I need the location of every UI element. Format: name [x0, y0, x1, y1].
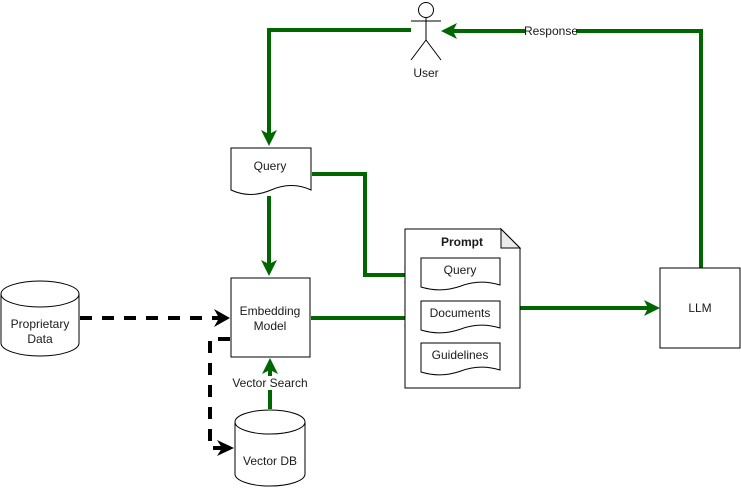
- user-head-icon: [418, 2, 434, 18]
- response-label-bg: [526, 24, 576, 38]
- vector-search-label: Vector Search: [232, 376, 307, 390]
- proprietary-data-node[interactable]: Proprietary Data: [0, 280, 80, 357]
- edge-user-to-query[interactable]: [261, 28, 411, 146]
- response-label: Response: [524, 24, 578, 38]
- edge-query-to-embedding[interactable]: [261, 196, 277, 276]
- edge-prompt-to-llm[interactable]: [520, 300, 660, 316]
- prompt-query-label: Query: [444, 263, 477, 277]
- embedding-label-line2: Model: [254, 319, 287, 333]
- prompt-guidelines-label: Guidelines: [432, 348, 489, 362]
- prompt-section-guidelines[interactable]: Guidelines: [420, 342, 501, 376]
- vector-db-node[interactable]: Vector DB: [234, 409, 306, 487]
- prompt-title: Prompt: [441, 235, 483, 249]
- prompt-section-documents[interactable]: Documents: [420, 300, 501, 334]
- edge-query-to-prompt-query[interactable]: [312, 172, 420, 283]
- vector-search-label-bg: [232, 376, 308, 390]
- prompt-fold-icon: [500, 227, 522, 249]
- prompt-section-query[interactable]: Query: [420, 257, 501, 291]
- user-actor[interactable]: User: [410, 2, 442, 81]
- edge-embedding-to-vectordb[interactable]: [208, 337, 234, 456]
- llm-node[interactable]: LLM: [659, 267, 741, 349]
- query-label: Query: [254, 159, 287, 173]
- proprietary-label-line1: Proprietary: [11, 317, 70, 331]
- query-node[interactable]: Query: [230, 147, 312, 195]
- prompt-documents-label: Documents: [430, 306, 491, 320]
- embedding-label-line1: Embedding: [240, 304, 301, 318]
- proprietary-label-line2: Data: [27, 332, 53, 346]
- prompt-node[interactable]: Prompt Query Documents Guidelines: [404, 227, 522, 389]
- user-label: User: [413, 66, 438, 80]
- edge-embedding-to-prompt-documents[interactable]: [311, 310, 420, 326]
- embedding-model-node[interactable]: Embedding Model: [230, 277, 311, 358]
- llm-label: LLM: [688, 301, 711, 315]
- edge-proprietary-to-embedding[interactable]: [80, 309, 230, 327]
- vector-db-label: Vector DB: [243, 454, 297, 468]
